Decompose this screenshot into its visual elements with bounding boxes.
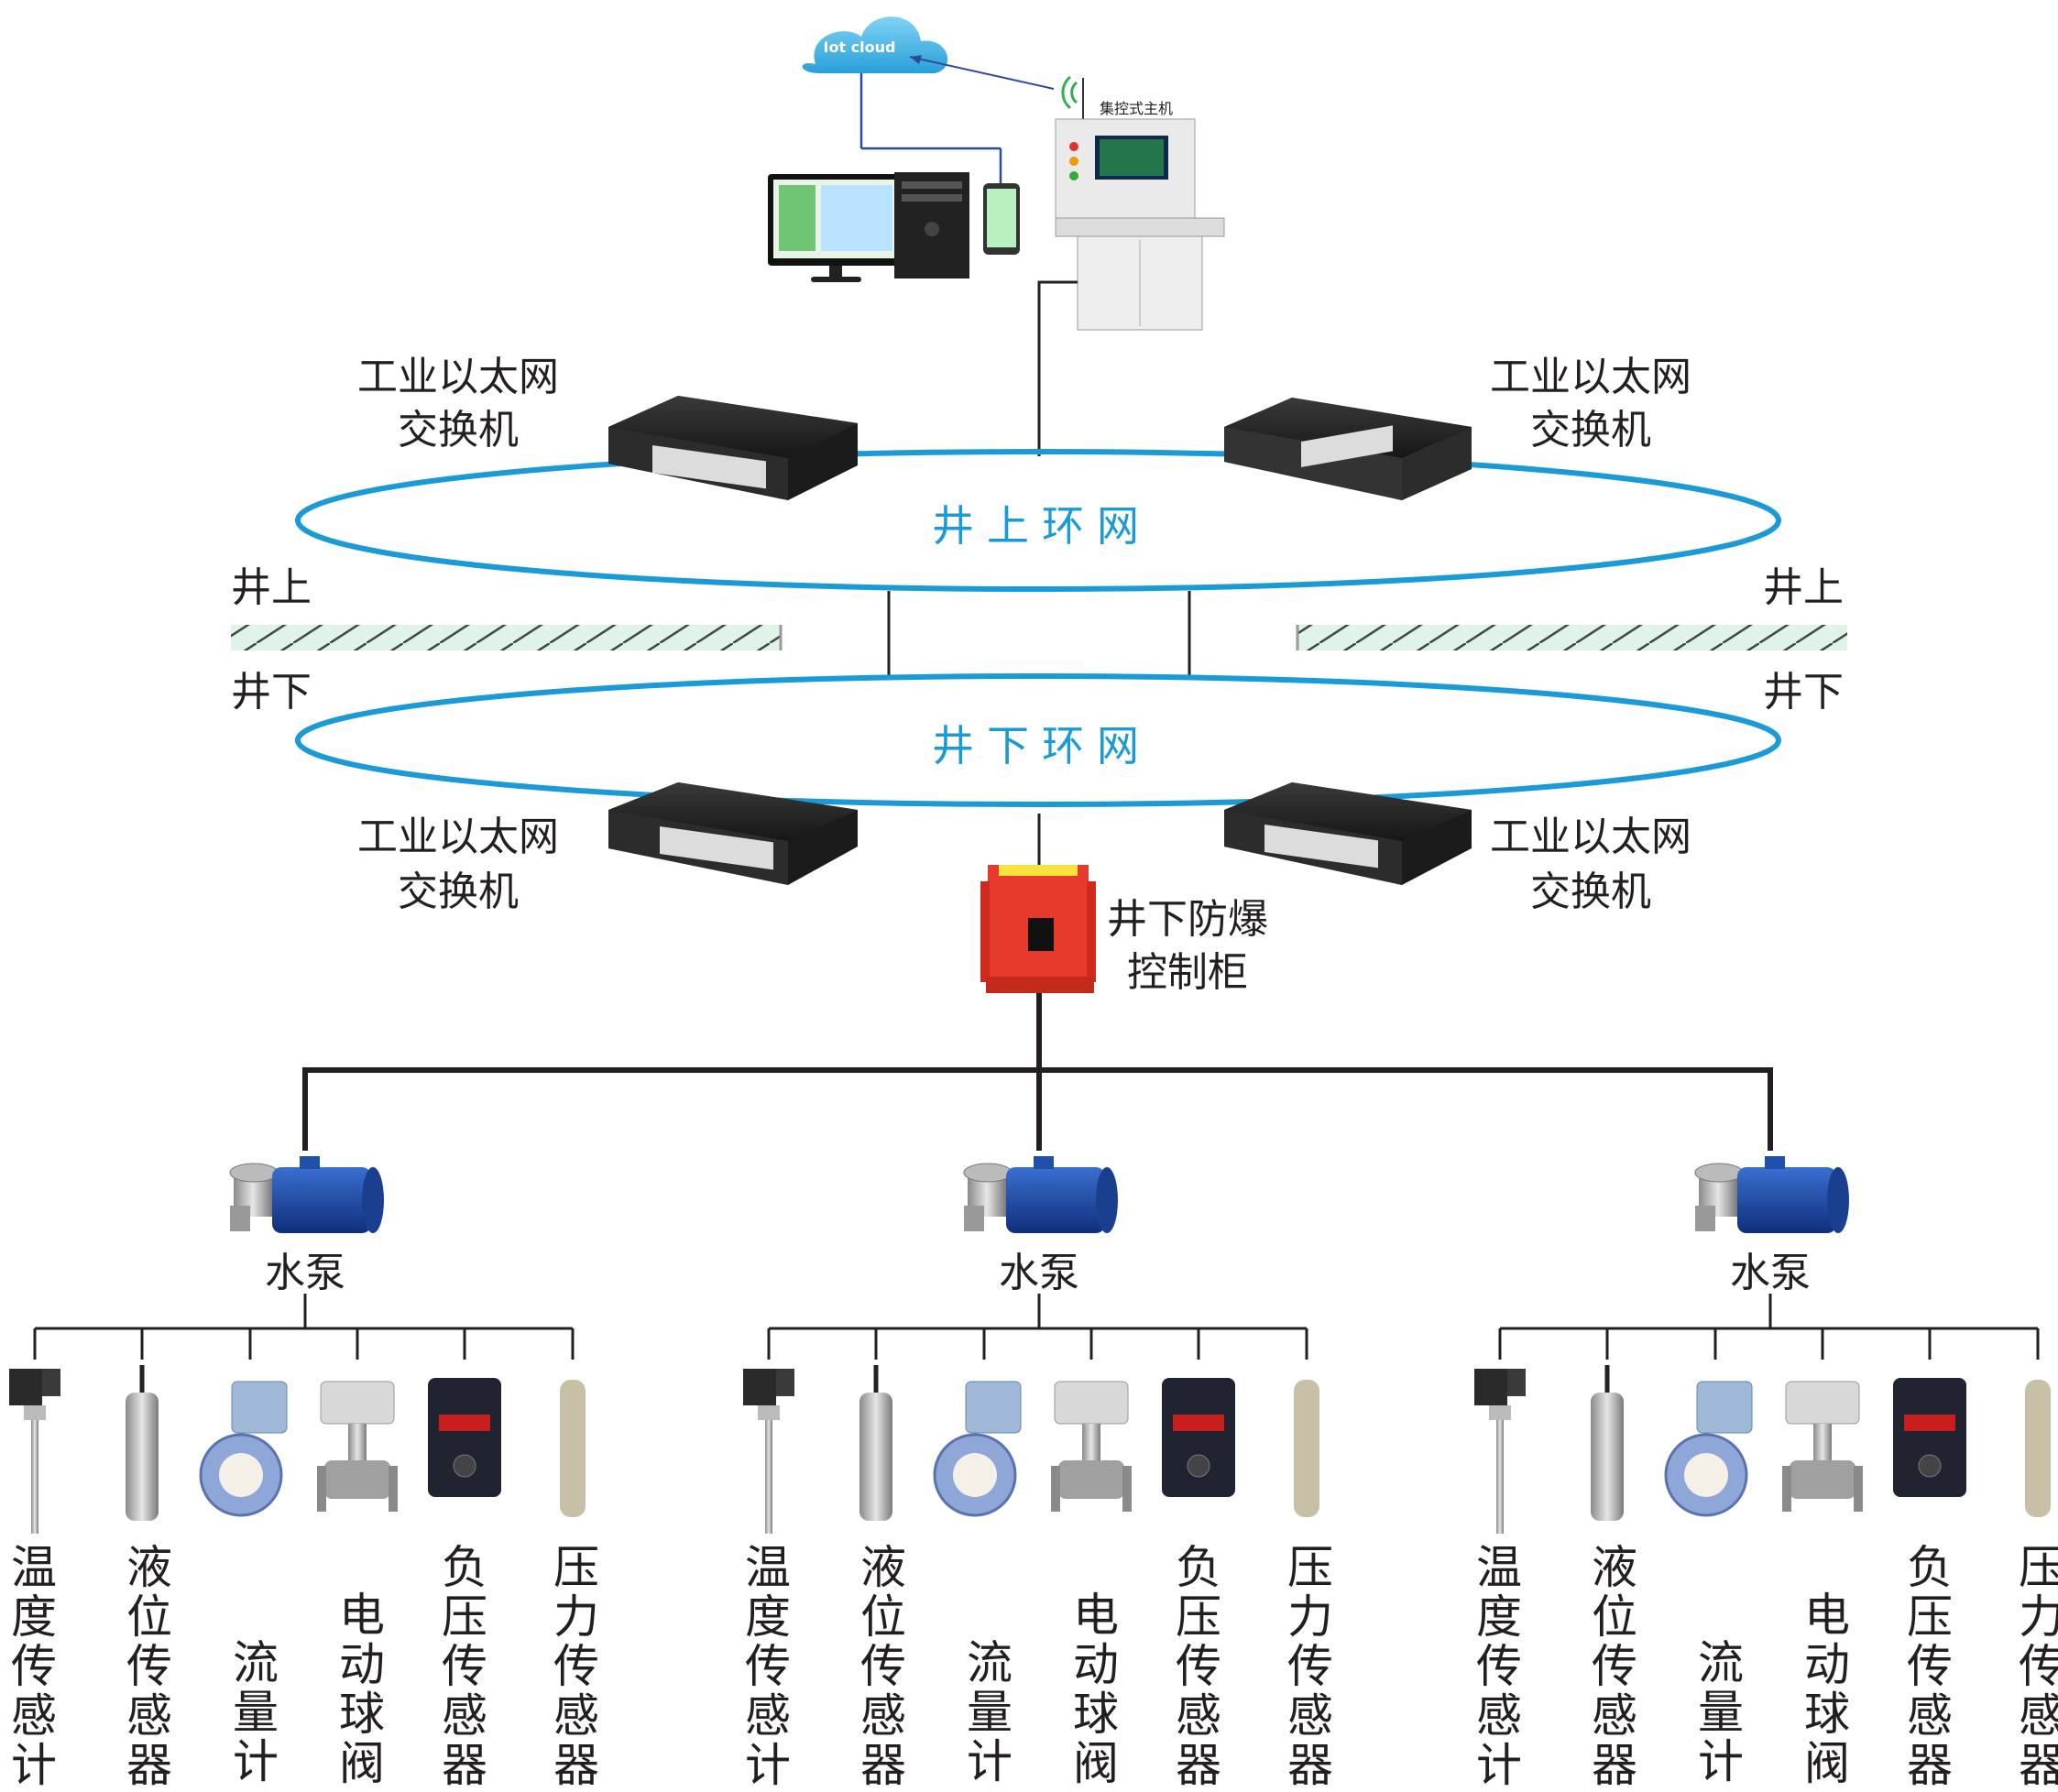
sensor-icon-0 bbox=[9, 1369, 60, 1534]
sensor-label: 温度传感计 bbox=[11, 1541, 57, 1792]
sensor-icon-0 bbox=[1474, 1369, 1526, 1534]
sensor-icon-5 bbox=[2025, 1380, 2051, 1517]
pump-label: 水泵 bbox=[265, 1250, 345, 1296]
sensor-icon-2 bbox=[199, 1381, 288, 1517]
phone-icon bbox=[983, 183, 1020, 255]
water-pump-icon bbox=[1694, 1156, 1849, 1233]
sensor-icon-2 bbox=[1664, 1381, 1753, 1517]
sensor-label: 液位传感器 bbox=[126, 1541, 172, 1792]
switch-label-lr-1: 工业以太网 bbox=[1490, 814, 1691, 860]
sensor-icon-3 bbox=[1051, 1381, 1132, 1512]
sensor-label: 温度传感计 bbox=[745, 1541, 791, 1792]
pc-tower-icon bbox=[894, 172, 969, 279]
switch-label-lr-2: 交换机 bbox=[1530, 869, 1651, 915]
sensor-icon-1 bbox=[126, 1365, 159, 1521]
water-pump-icon bbox=[229, 1156, 384, 1233]
pump-label: 水泵 bbox=[999, 1250, 1079, 1296]
sensor-label: 液位传感器 bbox=[860, 1541, 906, 1792]
sensor-icon-5 bbox=[1294, 1380, 1319, 1517]
iot-cloud-icon: Iot cloud bbox=[802, 16, 948, 73]
sensor-label: 液位传感器 bbox=[1592, 1541, 1637, 1792]
switch-label-ll-1: 工业以太网 bbox=[357, 814, 559, 860]
sensor-label: 压力传感器 bbox=[553, 1541, 599, 1792]
sensor-icon-1 bbox=[859, 1365, 892, 1521]
above-ground-right: 井上 bbox=[1763, 564, 1844, 611]
cloud-label: Iot cloud bbox=[824, 38, 896, 56]
sensor-label: 温度传感计 bbox=[1476, 1541, 1522, 1792]
upper-ring bbox=[295, 449, 1781, 592]
lower-ring bbox=[295, 673, 1781, 807]
switch-icon-upper-right bbox=[1224, 398, 1472, 500]
sensor-icon-4 bbox=[1162, 1378, 1235, 1497]
sensor-icon-4 bbox=[1893, 1378, 1966, 1497]
sensor-label: 负压传感器 bbox=[1176, 1541, 1221, 1792]
switch-icon-lower-left bbox=[608, 782, 858, 885]
sensor-icon-3 bbox=[317, 1381, 398, 1512]
sensor-label: 流量计 bbox=[233, 1636, 279, 1788]
sensor-label: 电动球阀 bbox=[1804, 1589, 1850, 1790]
host-label: 集控式主机 bbox=[1100, 100, 1173, 117]
switch-icon-lower-right bbox=[1224, 782, 1472, 885]
switch-label-ur-1: 工业以太网 bbox=[1490, 354, 1691, 400]
sensor-icon-5 bbox=[560, 1380, 586, 1517]
switch-label-ur-2: 交换机 bbox=[1530, 407, 1651, 453]
sensor-label: 负压传感器 bbox=[442, 1541, 487, 1792]
cabinet-label-1: 井下防爆 bbox=[1107, 896, 1268, 943]
switch-icon-upper-left bbox=[608, 396, 858, 500]
monitor-icon bbox=[768, 174, 903, 282]
host-console-icon bbox=[1055, 118, 1225, 331]
sensor-label: 电动球阀 bbox=[1073, 1589, 1119, 1790]
sensor-label: 流量计 bbox=[967, 1636, 1013, 1788]
ground-strip-right bbox=[1296, 625, 1847, 650]
sensor-label: 负压传感器 bbox=[1907, 1541, 1953, 1792]
switch-label-ul-2: 交换机 bbox=[398, 407, 519, 453]
pump-label: 水泵 bbox=[1730, 1250, 1811, 1296]
wifi-icon bbox=[1061, 75, 1084, 119]
lower-ring-label: 井下环网 bbox=[932, 721, 1152, 770]
cabinet-label-2: 控制柜 bbox=[1127, 949, 1248, 996]
explosion-proof-cabinet-icon bbox=[980, 865, 1096, 993]
water-pump-icon bbox=[963, 1156, 1118, 1233]
upper-ring-label: 井上环网 bbox=[932, 501, 1152, 551]
sensor-icon-0 bbox=[743, 1369, 794, 1534]
sensor-icon-3 bbox=[1782, 1381, 1863, 1512]
sensor-label: 压力传感器 bbox=[2019, 1541, 2058, 1792]
sensor-label: 电动球阀 bbox=[339, 1589, 385, 1790]
sensor-icon-1 bbox=[1591, 1365, 1624, 1521]
above-ground-left: 井上 bbox=[231, 564, 312, 611]
sensor-label: 流量计 bbox=[1698, 1636, 1744, 1788]
switch-label-ul-1: 工业以太网 bbox=[357, 354, 559, 400]
sensor-icon-2 bbox=[933, 1381, 1022, 1517]
below-ground-left: 井下 bbox=[231, 669, 312, 716]
ground-strip-left bbox=[231, 625, 783, 650]
sensor-label: 压力传感器 bbox=[1287, 1541, 1333, 1792]
below-ground-right: 井下 bbox=[1763, 669, 1844, 716]
switch-label-ll-2: 交换机 bbox=[398, 869, 519, 915]
sensor-icon-4 bbox=[428, 1378, 501, 1497]
